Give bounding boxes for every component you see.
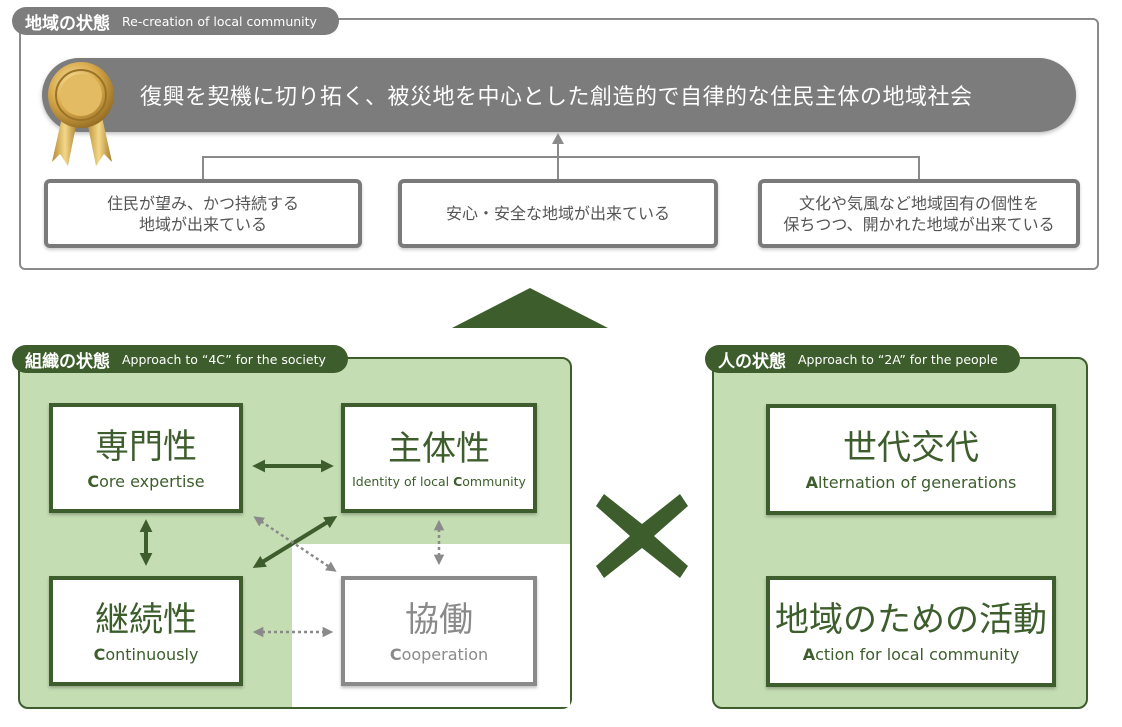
alternation-en: Alternation of generations (805, 473, 1017, 492)
multiply-icon (596, 494, 688, 578)
goal-open-community: 文化や気風など地域固有の個性を 保ちつつ、開かれた地域が出来ている (758, 179, 1080, 248)
vision-banner (42, 58, 1076, 132)
medal-icon (48, 62, 114, 166)
community-state-tag: 地域の状態 Re-creation of local community (12, 7, 339, 35)
vision-text: 復興を契機に切り拓く、被災地を中心とした創造的で自律的な住民主体の地域社会 (140, 85, 973, 110)
goal-3-line-1: 文化や気風など地域固有の個性を (798, 193, 1039, 213)
card-cooperation: 協働 Cooperation (341, 576, 537, 686)
organization-state-tag-jp: 組織の状態 (25, 351, 110, 372)
action-jp: 地域のための活動 (775, 600, 1047, 640)
people-state-tag-en: Approach to “2A” for the people (798, 351, 998, 367)
goal-3-line-2: 保ちつつ、開かれた地域が出来ている (783, 214, 1055, 234)
organization-state-tag: 組織の状態 Approach to “4C” for the society (12, 345, 348, 373)
card-identity: 主体性 Identity of local Community (341, 403, 537, 513)
card-core-expertise: 専門性 Core expertise (49, 403, 243, 513)
goal-2-line-1: 安心・安全な地域が出来ている (445, 204, 670, 223)
community-state-tag-en: Re-creation of local community (122, 13, 317, 29)
cooperation-jp: 協働 (405, 599, 473, 640)
card-continuity: 継続性 Continuously (49, 576, 243, 686)
continuity-en: Continuously (93, 644, 199, 664)
cooperation-en: Cooperation (389, 644, 489, 664)
upward-triangle-icon (452, 288, 608, 328)
goal-1-line-2: 地域が出来ている (138, 214, 267, 234)
core-expertise-jp: 専門性 (95, 426, 197, 467)
card-action-community: 地域のための活動 Action for local community (766, 576, 1056, 687)
identity-en: Identity of local Community (352, 473, 526, 489)
continuity-jp: 継続性 (95, 599, 197, 640)
goal-1-line-1: 住民が望み、かつ持続する (106, 193, 299, 213)
organization-state-tag-en: Approach to “4C” for the society (122, 351, 326, 367)
goal-safe-community: 安心・安全な地域が出来ている (398, 179, 718, 248)
people-state-tag-jp: 人の状態 (718, 351, 786, 372)
people-state-tag: 人の状態 Approach to “2A” for the people (705, 345, 1020, 373)
core-expertise-en: Core expertise (87, 471, 205, 491)
goal-sustainable-community: 住民が望み、かつ持続する 地域が出来ている (44, 179, 362, 248)
card-alternation-generations: 世代交代 Alternation of generations (766, 404, 1056, 515)
community-state-tag-jp: 地域の状態 (25, 13, 110, 34)
identity-jp: 主体性 (388, 428, 490, 469)
action-en: Action for local community (802, 645, 1020, 664)
alternation-jp: 世代交代 (843, 428, 979, 468)
